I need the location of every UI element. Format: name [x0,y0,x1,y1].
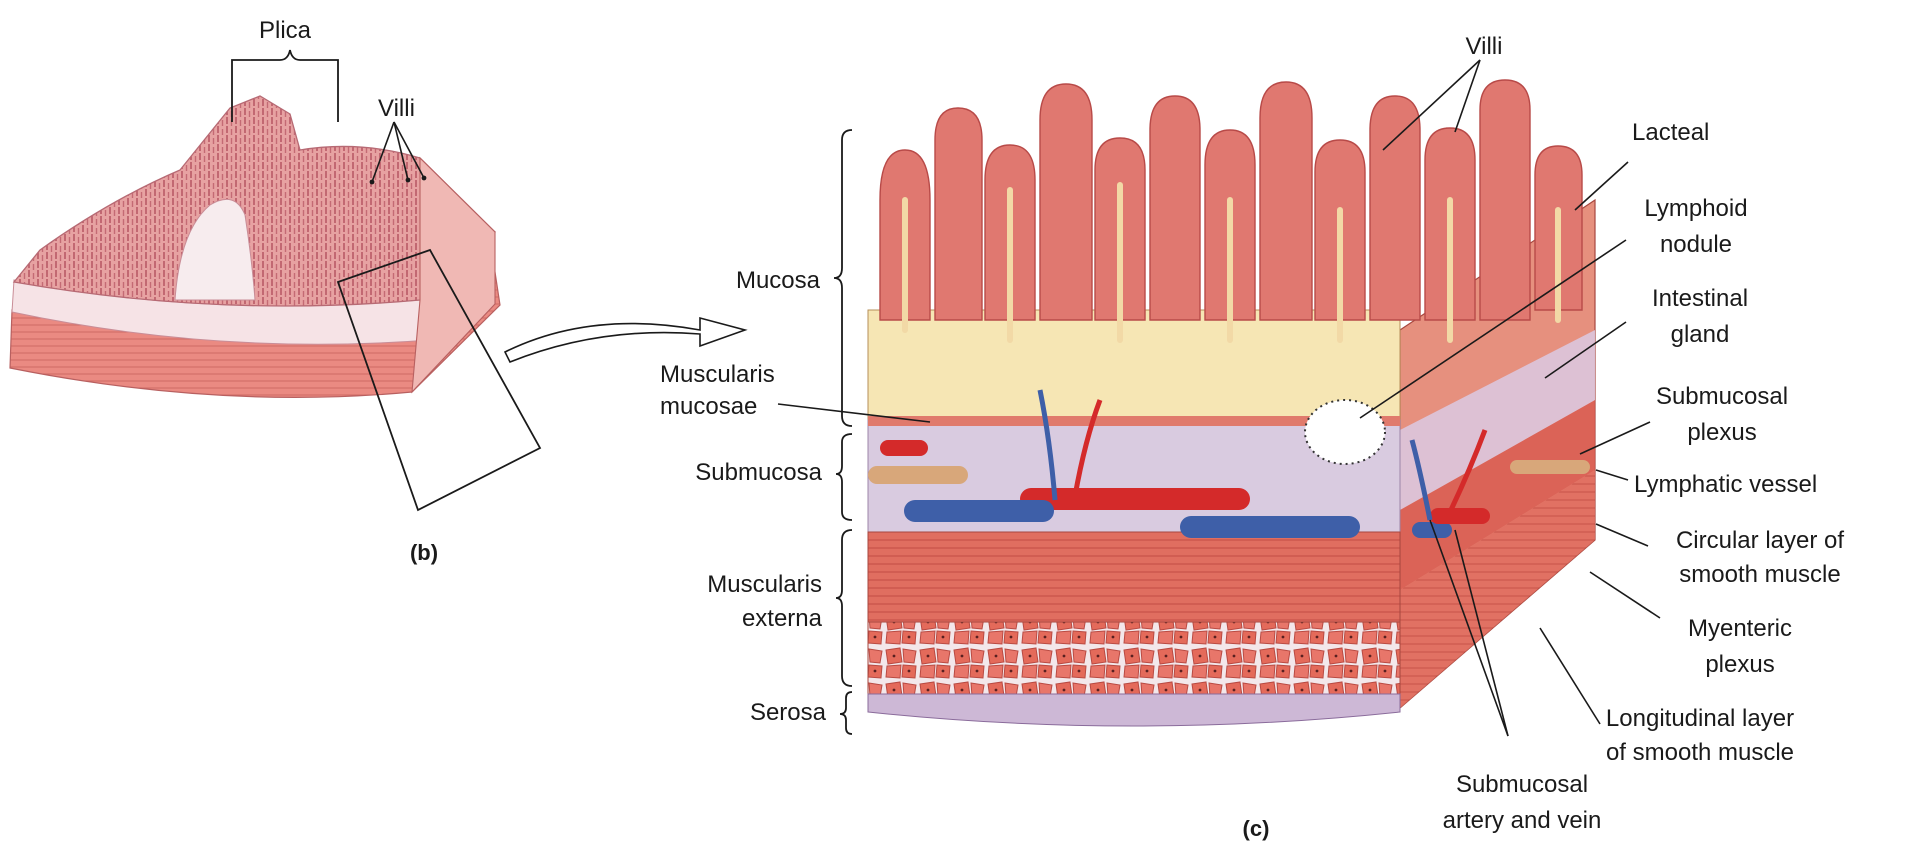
panel-b-cut-face [412,158,495,392]
label-myenteric-plexus-2: plexus [1705,651,1774,678]
label-longitudinal-layer-2: of smooth muscle [1606,739,1794,766]
label-submucosal-plexus-1: Submucosal [1656,383,1788,410]
label-villi-b: Villi [378,95,415,122]
label-myenteric-plexus-1: Myenteric [1688,615,1792,642]
label-lymphoid-nodule-2: nodule [1660,231,1732,258]
label-submucosal-artery-vein-1: Submucosal [1456,771,1588,798]
artery-segment [1430,508,1490,524]
label-serosa: Serosa [750,699,827,726]
lymph-vessel-segment [1510,460,1590,474]
vein-segment [1180,516,1360,538]
label-villi-c: Villi [1466,33,1503,60]
label-lymphoid-nodule-1: Lymphoid [1644,195,1747,222]
label-mucosa: Mucosa [736,267,821,294]
vein-segment [904,500,1054,522]
panel-b-to-c-arrow [505,318,745,362]
label-submucosal-artery-vein-2: artery and vein [1443,807,1602,834]
label-intestinal-gland-1: Intestinal [1652,285,1748,312]
label-intestinal-gland-2: gland [1671,321,1730,348]
label-submucosal-plexus-2: plexus [1687,419,1756,446]
label-muscularis-mucosae-1: Muscularis [660,361,775,388]
label-muscularis-mucosae-2: mucosae [660,393,757,420]
label-muscularis-externa-2: externa [742,605,823,632]
label-submucosa: Submucosa [695,459,822,486]
panel-c-muscularis-externa [868,532,1400,622]
label-circular-layer-2: smooth muscle [1679,561,1840,588]
label-longitudinal-layer-1: Longitudinal layer [1606,705,1794,732]
panel-c-serosa [868,694,1400,726]
label-lacteal: Lacteal [1632,119,1709,146]
label-muscularis-externa-1: Muscularis [707,571,822,598]
label-plica: Plica [259,17,312,44]
panel-c-block [868,80,1595,726]
label-circular-layer-1: Circular layer of [1676,527,1844,554]
artery-segment [880,440,928,456]
lymph-vessel-segment [868,466,968,484]
caption-panel-b: (b) [410,540,438,565]
caption-panel-c: (c) [1243,816,1270,841]
label-lymphatic-vessel: Lymphatic vessel [1634,471,1817,498]
panel-c-longitudinal-cells [868,622,1400,694]
